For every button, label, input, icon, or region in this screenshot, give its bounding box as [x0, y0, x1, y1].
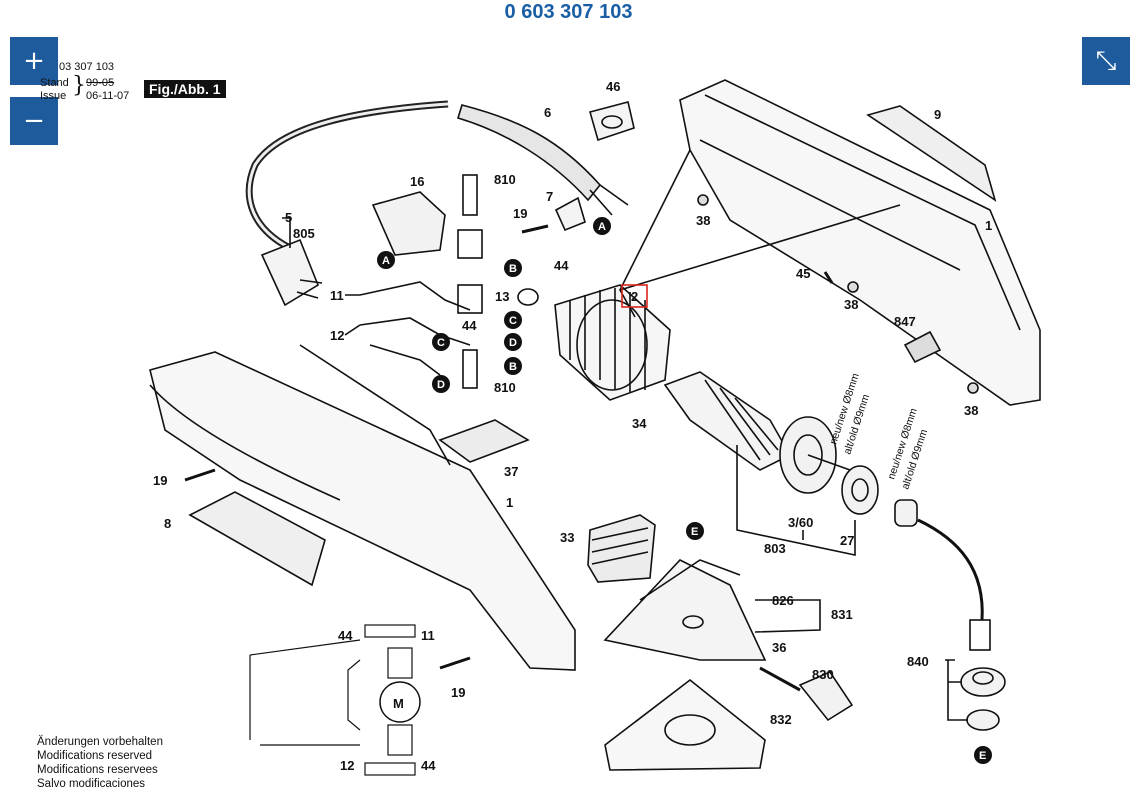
- svg-text:A: A: [382, 255, 390, 267]
- part-label-12-a[interactable]: 12: [330, 328, 344, 343]
- part-label-11-b[interactable]: 11: [421, 628, 435, 643]
- svg-text:E: E: [691, 526, 698, 538]
- marker-A-1: A: [377, 251, 395, 269]
- part-label-37[interactable]: 37: [504, 464, 518, 479]
- part-label-44-d[interactable]: 44: [421, 758, 436, 773]
- part-label-803[interactable]: 803: [764, 541, 786, 556]
- note-line-fr: Modifications reservees: [37, 764, 158, 776]
- part-label-11-a[interactable]: 11: [330, 288, 344, 303]
- svg-text:E: E: [979, 750, 986, 762]
- part-label-3-60[interactable]: 3/60: [788, 515, 813, 530]
- motor-symbol: M: [379, 681, 421, 723]
- part-label-44-a[interactable]: 44: [554, 258, 569, 273]
- part-label-19-c[interactable]: 19: [451, 685, 465, 700]
- part-label-1-right[interactable]: 1: [985, 218, 992, 233]
- part-label-810-a[interactable]: 810: [494, 172, 516, 187]
- note-line-de: Änderungen vorbehalten: [37, 736, 163, 748]
- marker-E-2: E: [974, 746, 992, 764]
- part-label-38-c[interactable]: 38: [964, 403, 978, 418]
- marker-A-2: A: [593, 217, 611, 235]
- issue-date: 06-11-07: [86, 90, 130, 102]
- issue-label: Issue: [40, 90, 67, 102]
- part-label-33[interactable]: 33: [560, 530, 574, 545]
- part-label-12-b[interactable]: 12: [340, 758, 354, 773]
- stand-label: Stand: [40, 77, 69, 89]
- part-label-7[interactable]: 7: [546, 189, 553, 204]
- svg-text:D: D: [509, 337, 517, 349]
- marker-B-2: B: [504, 357, 522, 375]
- part-label-27[interactable]: 27: [840, 533, 854, 548]
- zoom-out-button[interactable]: −: [10, 97, 58, 145]
- marker-D-1: D: [504, 333, 522, 351]
- part-label-847[interactable]: 847: [894, 314, 916, 329]
- part-label-805[interactable]: 805: [293, 226, 315, 241]
- part-label-840[interactable]: 840: [907, 654, 929, 669]
- part-label-831[interactable]: 831: [831, 607, 853, 622]
- ref-number: 03 307 103: [59, 61, 115, 73]
- part-label-44-b[interactable]: 44: [462, 318, 477, 333]
- part-label-13[interactable]: 13: [495, 289, 509, 304]
- svg-text:B: B: [509, 263, 517, 275]
- svg-text:C: C: [437, 337, 445, 349]
- part-label-44-c[interactable]: 44: [338, 628, 353, 643]
- part-label-6[interactable]: 6: [544, 105, 551, 120]
- brace-icon: }: [72, 73, 86, 98]
- part-label-1-left[interactable]: 1: [506, 495, 513, 510]
- modifications-note: Änderungen vorbehalten Modifications res…: [37, 735, 163, 791]
- part-label-810-b[interactable]: 810: [494, 380, 516, 395]
- svg-text:M: M: [393, 696, 404, 711]
- marker-C-1: C: [504, 311, 522, 329]
- note-line-es: Salvo modificaciones: [37, 778, 146, 790]
- part-label-5[interactable]: 5: [285, 210, 292, 225]
- part-label-36[interactable]: 36: [772, 640, 786, 655]
- part-label-830[interactable]: 830: [812, 667, 834, 682]
- zoom-in-button[interactable]: +: [10, 37, 58, 85]
- part-label-8[interactable]: 8: [164, 516, 171, 531]
- figure-label: Fig./Abb. 1: [144, 80, 226, 98]
- note-line-en: Modifications reserved: [37, 750, 153, 762]
- stand-date: 99-05: [86, 77, 115, 89]
- svg-text:D: D: [437, 379, 445, 391]
- marker-B-1: B: [504, 259, 522, 277]
- svg-text:A: A: [598, 221, 606, 233]
- part-label-38-b[interactable]: 38: [844, 297, 858, 312]
- part-label-38-a[interactable]: 38: [696, 213, 710, 228]
- exit-fullscreen-button[interactable]: ⤡: [1082, 37, 1130, 85]
- part-label-9[interactable]: 9: [934, 107, 941, 122]
- part-label-16[interactable]: 16: [410, 174, 424, 189]
- part-label-34[interactable]: 34: [632, 416, 647, 431]
- part-label-826[interactable]: 826: [772, 593, 794, 608]
- part-label-45[interactable]: 45: [796, 266, 810, 281]
- marker-E-1: E: [686, 522, 704, 540]
- marker-D-2: D: [432, 375, 450, 393]
- part-label-2[interactable]: 2: [631, 289, 638, 304]
- part-label-46[interactable]: 46: [606, 79, 620, 94]
- document-title: 0 603 307 103: [504, 1, 633, 23]
- marker-C-2: C: [432, 333, 450, 351]
- part-label-832[interactable]: 832: [770, 712, 792, 727]
- svg-text:B: B: [509, 361, 517, 373]
- part-label-19-b[interactable]: 19: [153, 473, 167, 488]
- part-label-19-a[interactable]: 19: [513, 206, 527, 221]
- highlight-box[interactable]: [621, 284, 648, 308]
- svg-text:C: C: [509, 315, 517, 327]
